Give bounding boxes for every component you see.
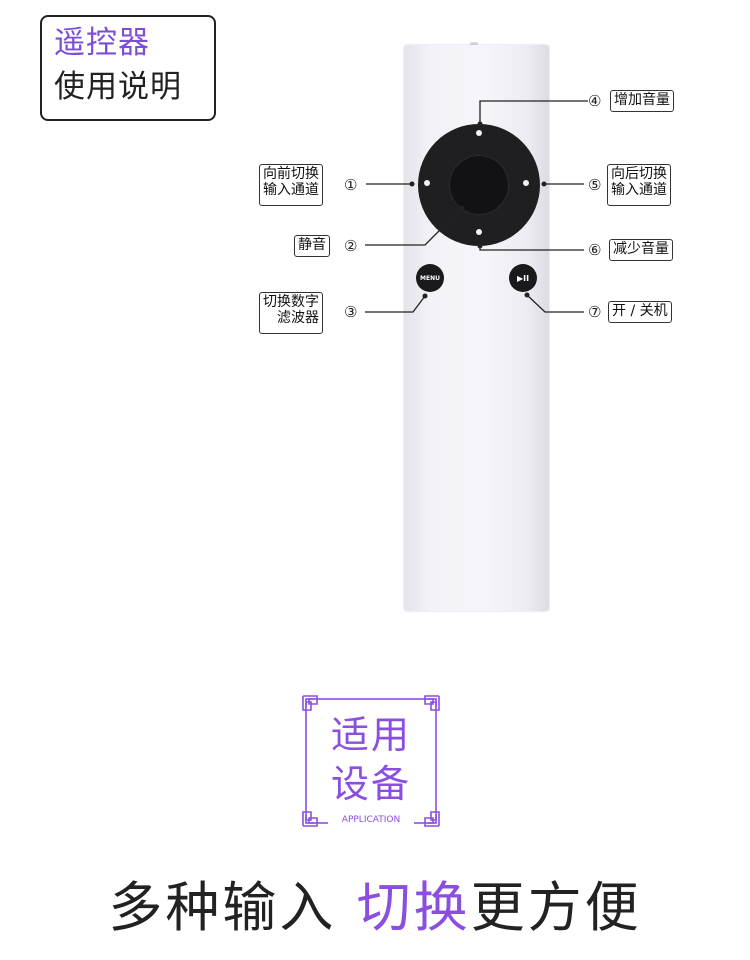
leader-line-4 <box>479 100 588 124</box>
applicable-devices-badge: 适用 设备 APPLICATION <box>302 695 440 827</box>
center-select-button[interactable] <box>449 155 509 215</box>
callout-number-1: ① <box>344 176 358 194</box>
callout-1-line2: 输入通道 <box>263 182 319 198</box>
slogan-part2: 更方便 <box>470 876 642 939</box>
callout-number-4: ④ <box>588 92 602 110</box>
play-pause-button[interactable]: ▶II <box>509 264 537 292</box>
callout-number-2: ② <box>344 237 358 255</box>
callout-5-line1: 向后切换 <box>611 166 667 182</box>
callout-number-6: ⑥ <box>588 241 602 259</box>
wheel-right-dot <box>523 180 529 186</box>
applicable-line1: 适用 <box>330 713 411 757</box>
leader-line-6 <box>479 246 584 251</box>
title-remote: 遥控器 <box>54 25 150 61</box>
wheel-up-dot <box>476 130 482 136</box>
callout-label-digital-filter: 切换数字 滤波器 <box>259 292 323 334</box>
callout-number-7: ⑦ <box>588 303 602 321</box>
callout-2-line1: 静音 <box>298 237 326 253</box>
menu-button[interactable]: MENU <box>416 264 444 292</box>
slogan-highlight: 切换 <box>356 876 471 939</box>
callout-label-next-input: 向后切换 输入通道 <box>607 164 671 206</box>
title-instructions: 使用说明 <box>54 69 182 105</box>
wheel-down-dot <box>476 229 482 235</box>
callout-label-power: 开 / 关机 <box>608 301 672 323</box>
callout-label-previous-input: 向前切换 输入通道 <box>259 164 323 206</box>
callout-4-line1: 增加音量 <box>614 92 670 108</box>
callout-1-line1: 向前切换 <box>263 166 319 182</box>
callout-number-5: ⑤ <box>588 176 602 194</box>
leader-line-7 <box>526 294 584 313</box>
title-box: 遥控器 使用说明 <box>40 15 216 121</box>
callout-label-volume-down: 减少音量 <box>609 239 673 261</box>
callout-label-mute: 静音 <box>294 235 330 257</box>
play-pause-icon: ▶II <box>516 273 530 283</box>
callout-3-line2: 滤波器 <box>277 310 319 326</box>
slogan: 多种输入 切换更方便 <box>0 873 750 943</box>
remote-top-notch <box>470 42 478 46</box>
callout-5-line2: 输入通道 <box>611 182 667 198</box>
leader-line-2 <box>365 207 463 246</box>
application-caption: APPLICATION <box>328 814 414 826</box>
slogan-part1: 多种输入 <box>108 876 357 939</box>
callout-7-line1: 开 / 关机 <box>612 303 668 319</box>
callout-label-volume-up: 增加音量 <box>610 90 674 112</box>
menu-button-label: MENU <box>420 274 440 282</box>
leader-line-3 <box>365 295 426 313</box>
callout-6-line1: 减少音量 <box>613 241 669 257</box>
wheel-left-dot <box>424 180 430 186</box>
applicable-line2: 设备 <box>330 762 411 806</box>
callout-3-line1: 切换数字 <box>263 294 319 310</box>
callout-number-3: ③ <box>344 303 358 321</box>
